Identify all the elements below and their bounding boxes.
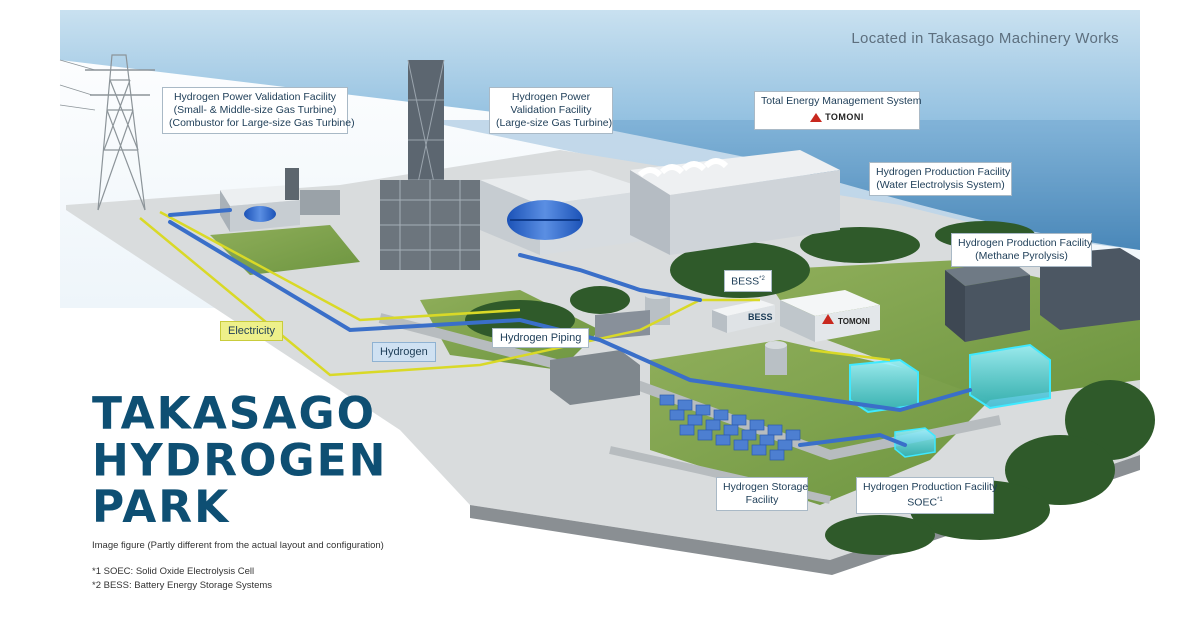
- tomoni-building: TOMONI: [780, 290, 880, 342]
- tomoni-logo: TOMONI: [810, 111, 864, 124]
- callout-line: Total Energy Management System: [761, 95, 922, 107]
- image-caption: Image figure (Partly different from the …: [92, 540, 384, 551]
- bess-building-text: BESS: [748, 312, 773, 322]
- hydrogen-piping-tag: Hydrogen Piping: [492, 328, 590, 348]
- small-middle-turbine-building: [220, 168, 340, 232]
- tomoni-triangle-icon: [810, 113, 823, 122]
- callout-line: Hydrogen Power: [511, 91, 591, 103]
- callout-soec: Hydrogen Production Facility SOEC*1: [856, 477, 998, 514]
- footnotes: *1 SOEC: Solid Oxide Electrolysis Cell *…: [92, 565, 272, 593]
- hydrogen-tag: Hydrogen: [372, 342, 436, 362]
- storage-tank-grid: [659, 394, 801, 461]
- callout-bess: BESS*2: [724, 270, 772, 292]
- callout-ems: Total Energy Management System TOMONI: [754, 91, 922, 130]
- title-line: TAKASAGO: [92, 387, 377, 440]
- bess-container: BESS: [712, 300, 775, 333]
- soec-label: SOEC: [907, 496, 938, 509]
- callout-water-electrolysis: Hydrogen Production Facility (Water Elec…: [869, 162, 1012, 196]
- callout-line: Hydrogen Storage: [723, 481, 809, 493]
- callout-line: (Small- & Middle-size Gas Turbine): [173, 104, 337, 116]
- callout-line: Validation Facility: [510, 104, 592, 116]
- callout-line: (Water Electrolysis System): [876, 179, 1005, 191]
- tomoni-building-text: TOMONI: [838, 317, 870, 326]
- callout-line: Facility: [745, 494, 779, 506]
- tree-clusters: [465, 221, 1155, 555]
- glowing-facilities: [849, 343, 1051, 458]
- electricity-tag: Electricity: [220, 321, 284, 341]
- callout-large-facility: Hydrogen Power Validation Facility (Larg…: [489, 87, 613, 134]
- tomoni-logo-text: TOMONI: [825, 112, 864, 122]
- hrsg-building: [630, 150, 840, 255]
- methane-pyrolysis-blocks: [945, 248, 1140, 342]
- callout-line: Hydrogen Production Facility: [958, 237, 1093, 249]
- callout-storage: Hydrogen Storage Facility: [716, 477, 808, 511]
- page-title: TAKASAGO HYDROGEN PARK: [92, 387, 388, 534]
- lattice-stack: [380, 59, 480, 270]
- transmission-tower: [59, 54, 155, 211]
- callout-line: (Large-size Gas Turbine): [496, 117, 613, 129]
- tanks: [550, 291, 787, 405]
- location-note: Located in Takasago Machinery Works: [851, 30, 1119, 47]
- title-line: PARK: [92, 481, 231, 534]
- bess-label: BESS: [731, 275, 760, 288]
- callout-small-middle-facility: Hydrogen Power Validation Facility (Smal…: [162, 87, 355, 134]
- callout-methane-pyrolysis: Hydrogen Production Facility (Methane Py…: [951, 233, 1092, 267]
- bess-footnote-mark: *2: [759, 276, 765, 282]
- callout-line: Hydrogen Production Facility: [876, 166, 1011, 178]
- callout-line: (Combustor for Large-size Gas Turbine): [169, 117, 355, 129]
- soec-footnote-mark: *1: [937, 497, 943, 503]
- footnote-soec: *1 SOEC: Solid Oxide Electrolysis Cell: [92, 566, 255, 577]
- callout-line: (Methane Pyrolysis): [975, 250, 1068, 262]
- callout-line: Hydrogen Power Validation Facility: [173, 91, 337, 103]
- callout-line: Hydrogen Production Facility: [863, 481, 998, 493]
- title-line: HYDROGEN: [92, 434, 388, 487]
- large-turbine-building: [480, 170, 650, 255]
- footnote-bess: *2 BESS: Battery Energy Storage Systems: [92, 580, 273, 591]
